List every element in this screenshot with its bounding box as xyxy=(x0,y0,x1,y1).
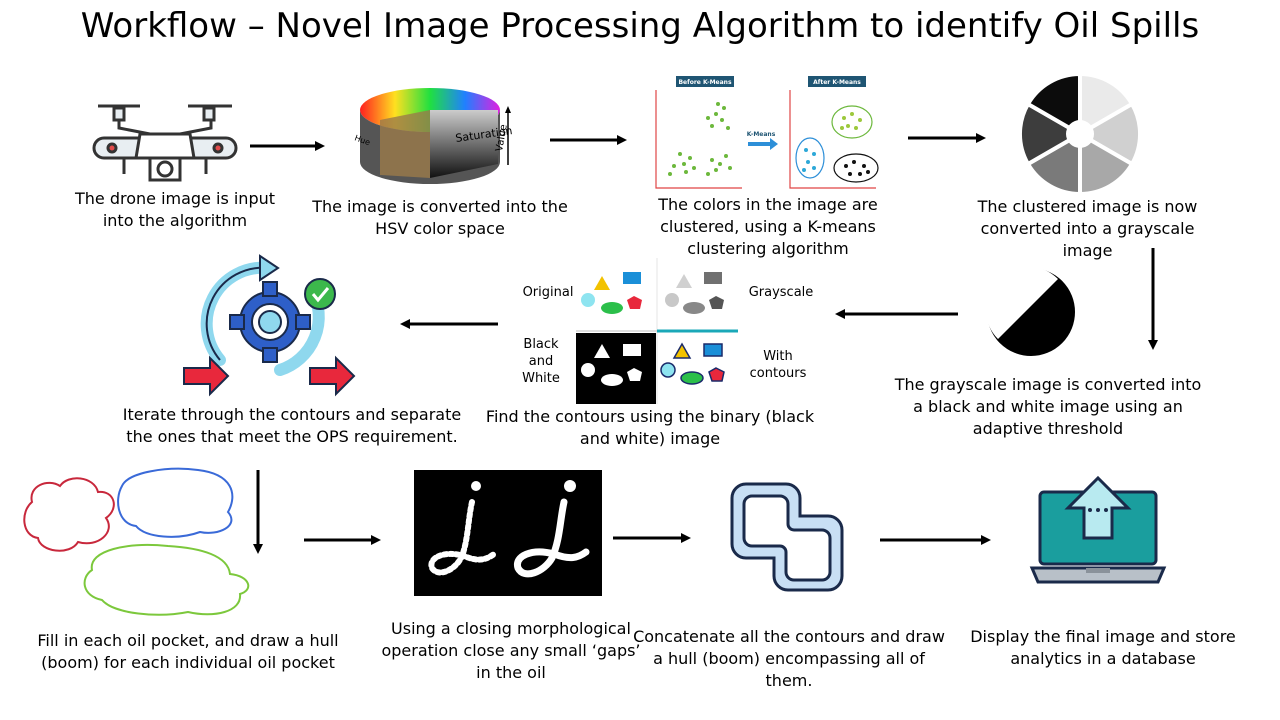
hsv-cylinder-icon: Saturation Value Hue xyxy=(353,88,513,184)
laptop-upload-icon xyxy=(1029,475,1167,584)
after-kmeans-label: After K-Means xyxy=(813,79,861,86)
iterate-gear-icon xyxy=(183,254,356,397)
black-white-label: Black and White xyxy=(522,337,560,386)
contours-grid-icon xyxy=(576,258,738,404)
step-5-caption: The grayscale image is converted into a … xyxy=(894,375,1202,438)
oil-pockets-icon xyxy=(23,467,250,616)
threshold-circle-icon xyxy=(985,266,1075,356)
step-7-caption: Iterate through the contours and separat… xyxy=(122,405,462,446)
grayscale-wheel-icon xyxy=(1017,71,1143,197)
step-4-caption: The clustered image is now converted int… xyxy=(977,197,1198,260)
kmeans-plot-icon: Before K-Means After K-Means K-Means xyxy=(655,76,879,189)
step-1-caption: The drone image is input into the algori… xyxy=(74,189,276,230)
drone-icon xyxy=(92,104,238,182)
kmeans-arrow-label: K-Means xyxy=(747,131,776,138)
value-label: Value xyxy=(494,124,510,153)
grayscale-label: Grayscale xyxy=(748,285,814,300)
step-2-caption: The image is converted into the HSV colo… xyxy=(312,197,568,238)
step-6-caption: Find the contours using the binary (blac… xyxy=(485,407,815,448)
morphology-letters-icon xyxy=(414,470,602,596)
step-9-caption: Using a closing morphological operation … xyxy=(381,619,641,682)
before-kmeans-label: Before K-Means xyxy=(678,79,731,86)
merged-hull-icon xyxy=(730,482,844,592)
with-contours-label: With contours xyxy=(749,349,807,381)
original-label: Original xyxy=(522,285,574,300)
page-title: Workflow – Novel Image Processing Algori… xyxy=(80,6,1200,46)
step-10-caption: Concatenate all the contours and draw a … xyxy=(633,627,945,690)
step-8-caption: Fill in each oil pocket, and draw a hull… xyxy=(37,631,339,672)
step-3-caption: The colors in the image are clustered, u… xyxy=(658,195,878,258)
step-11-caption: Display the final image and store analyt… xyxy=(970,627,1236,668)
